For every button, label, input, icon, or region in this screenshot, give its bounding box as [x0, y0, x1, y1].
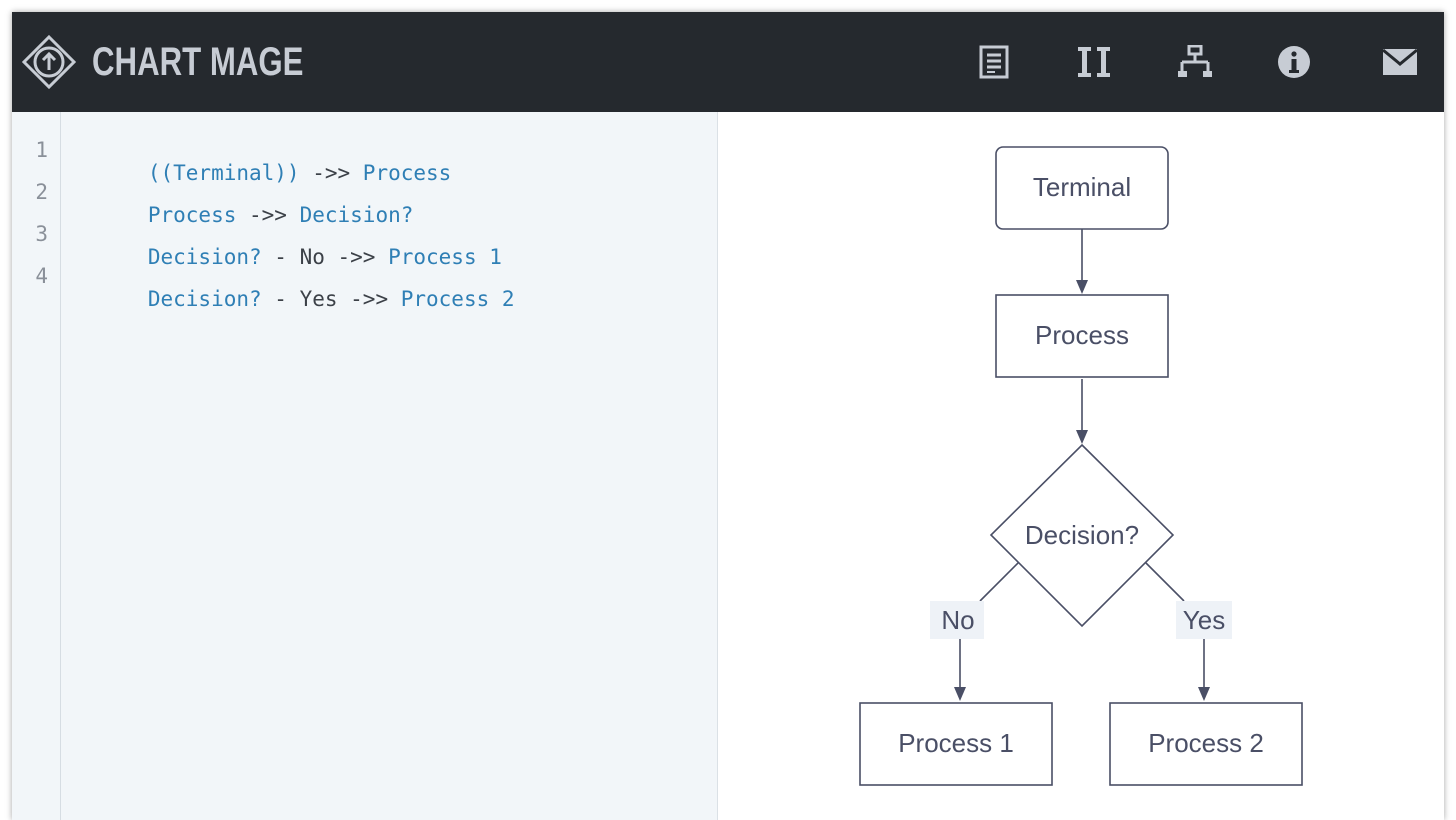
flowchart-diagram: Terminal Process Decision? [859, 146, 1303, 786]
sitemap-icon [1178, 45, 1212, 77]
line-number: 2 [35, 180, 48, 204]
code-line[interactable]: Decision? - No ->> Process 1 [72, 221, 502, 293]
code-token-node: Process [362, 161, 452, 185]
flow-node-label: Process 2 [1148, 728, 1264, 758]
flow-node-label: Decision? [1025, 520, 1139, 550]
flow-edge-yes: Yes [1145, 562, 1232, 701]
sitemap-button[interactable] [1175, 42, 1215, 82]
flow-edge-no: No [930, 562, 1019, 701]
flow-node-process-1[interactable]: Process 1 [859, 702, 1053, 786]
code-token-operator: ->> [299, 161, 363, 185]
code-token-node: Decision? [299, 203, 414, 227]
edge-label-no: No [941, 605, 974, 635]
flow-node-process[interactable]: Process [995, 294, 1169, 378]
flow-node-label: Process 1 [898, 728, 1014, 758]
code-token-node: Process 1 [388, 245, 502, 269]
mail-button[interactable] [1380, 42, 1420, 82]
flow-node-process-2[interactable]: Process 2 [1109, 702, 1303, 786]
code-token-node: Decision? [147, 245, 262, 269]
flow-edge [1076, 379, 1088, 444]
code-line[interactable]: ((Terminal)) ->> Process [72, 137, 451, 209]
diagram-preview: Terminal Process Decision? [718, 112, 1444, 820]
code-token-operator: - Yes ->> [261, 287, 401, 311]
code-token-operator: - No ->> [261, 245, 389, 269]
info-button[interactable] [1274, 42, 1314, 82]
mail-icon [1382, 48, 1418, 75]
code-token-node: Process 2 [400, 287, 515, 311]
app-header: CHART MAGE [12, 12, 1444, 112]
line-number: 1 [35, 138, 48, 162]
code-token-node: Process [147, 203, 237, 227]
edge-label-yes: Yes [1183, 605, 1225, 635]
code-editor[interactable]: 1 2 3 4 ((Terminal)) ->> Process Process… [12, 112, 718, 820]
chart-mage-logo-icon[interactable] [21, 34, 77, 90]
line-number: 3 [35, 222, 48, 246]
app-window: CHART MAGE [12, 12, 1444, 820]
flow-edge [1076, 229, 1088, 294]
brand-title: CHART MAGE [92, 40, 304, 84]
flow-node-terminal[interactable]: Terminal [995, 146, 1169, 230]
flow-node-decision[interactable]: Decision? [989, 443, 1175, 628]
columns-button[interactable] [1074, 42, 1114, 82]
code-token-operator: ->> [236, 203, 300, 227]
line-number-gutter: 1 2 3 4 [12, 112, 61, 820]
flow-node-label: Terminal [1033, 172, 1131, 202]
info-icon [1278, 46, 1310, 78]
code-line[interactable]: Process ->> Decision? [72, 179, 414, 251]
code-line[interactable]: Decision? - Yes ->> Process 2 [72, 263, 515, 335]
document-button[interactable] [974, 42, 1014, 82]
document-icon [979, 45, 1009, 79]
code-token-node: ((Terminal)) [147, 161, 300, 185]
code-token-node: Decision? [147, 287, 262, 311]
columns-icon [1078, 47, 1110, 77]
line-number: 4 [35, 264, 48, 288]
flow-node-label: Process [1035, 320, 1129, 350]
